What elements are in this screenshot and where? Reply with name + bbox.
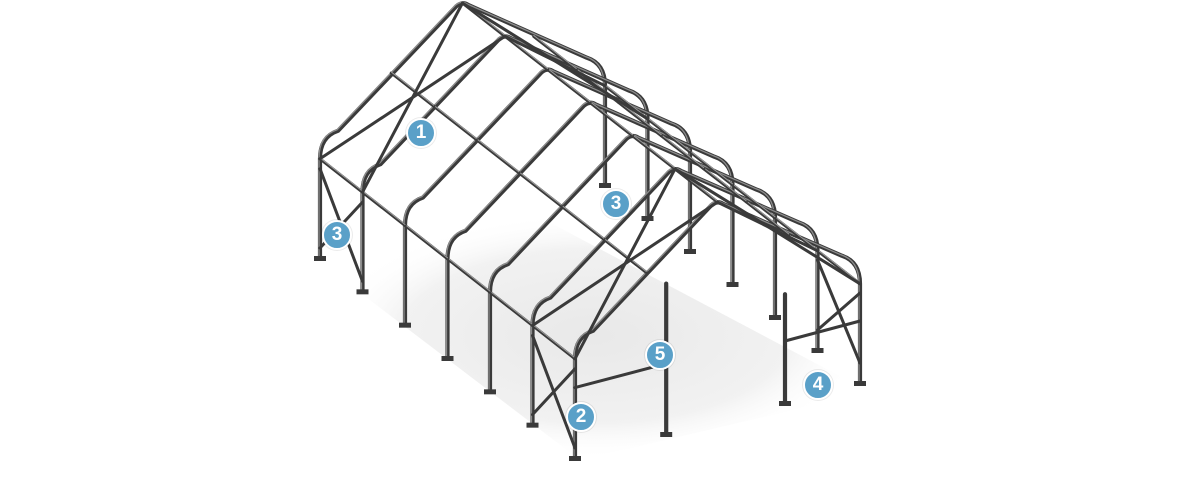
base-plate [484, 389, 496, 395]
purlin [517, 171, 563, 208]
base-plate [399, 322, 411, 328]
base-plate [599, 183, 611, 188]
purlin-highlight [774, 216, 818, 251]
purlin-highlight [632, 134, 676, 169]
purlin-highlight [703, 167, 747, 202]
purlin [588, 101, 634, 138]
purlin-highlight [604, 84, 648, 119]
purlin-highlight [603, 237, 647, 272]
purlin [546, 67, 592, 105]
callout-end-wall[interactable]: 4 [803, 370, 833, 400]
purlin-highlight [475, 137, 520, 173]
purlin [773, 216, 819, 253]
purlin [659, 134, 706, 171]
purlin [559, 204, 606, 241]
callout-ridge-brace[interactable]: 3 [601, 189, 631, 219]
purlin-highlight [817, 249, 861, 284]
purlin [389, 71, 436, 108]
base-plate [811, 348, 824, 353]
purlin-highlight [647, 117, 691, 152]
purlin [531, 323, 577, 361]
wall-brace [531, 367, 577, 417]
purlin-highlight [489, 290, 533, 325]
purlin [503, 34, 549, 71]
purlin-highlight [390, 71, 435, 106]
purlin-highlight [660, 134, 705, 169]
purlin [617, 101, 663, 138]
base-plate [660, 432, 673, 437]
purlin-highlight [689, 150, 733, 185]
purlin-highlight [319, 157, 363, 192]
purlin [432, 104, 478, 141]
base-plate [769, 315, 781, 320]
purlin [532, 34, 578, 72]
purlin [446, 257, 492, 294]
purlin [602, 237, 648, 274]
base-plate [854, 381, 866, 386]
frame-structure [314, 1, 866, 461]
purlin-highlight [745, 200, 790, 235]
base-plate [779, 401, 791, 406]
purlin-highlight [362, 190, 406, 225]
end-wall-rail [783, 319, 862, 343]
purlin [474, 137, 521, 175]
wind-brace [716, 200, 819, 253]
purlin-highlight [732, 183, 776, 218]
callout-roof-truss[interactable]: 1 [406, 118, 436, 148]
base-plate [526, 422, 539, 428]
purlin [488, 290, 534, 327]
callout-side-brace[interactable]: 2 [566, 402, 596, 432]
purlin [731, 183, 777, 220]
purlin-highlight [618, 101, 662, 136]
purlin-highlight [404, 223, 448, 259]
callout-wind-brace[interactable]: 3 [322, 220, 352, 250]
purlin-highlight [547, 67, 591, 103]
floor-shadow [320, 212, 870, 460]
purlin-highlight [433, 104, 477, 139]
callout-end-beam[interactable]: 5 [645, 340, 675, 370]
purlin [361, 190, 407, 227]
wind-brace [531, 200, 719, 327]
purlin-highlight [518, 171, 562, 206]
wind-brace [318, 34, 507, 161]
purlin-highlight [447, 257, 491, 292]
purlin [403, 223, 449, 261]
purlin [646, 117, 692, 154]
wind-brace [503, 34, 607, 88]
base-plate [684, 249, 696, 254]
end-wall-brace [816, 258, 862, 365]
base-plate [569, 456, 581, 461]
purlin [631, 134, 677, 171]
purlin-highlight [560, 204, 605, 239]
base-plate [726, 282, 739, 287]
purlin [702, 167, 748, 204]
purlin [318, 157, 364, 194]
base-plate [314, 256, 326, 261]
purlin [688, 150, 734, 187]
purlin-highlight [532, 323, 576, 359]
purlin-highlight [589, 101, 633, 136]
purlin [744, 200, 791, 237]
purlin-highlight [533, 34, 577, 70]
base-plate [441, 356, 454, 361]
base-plate [356, 289, 369, 295]
